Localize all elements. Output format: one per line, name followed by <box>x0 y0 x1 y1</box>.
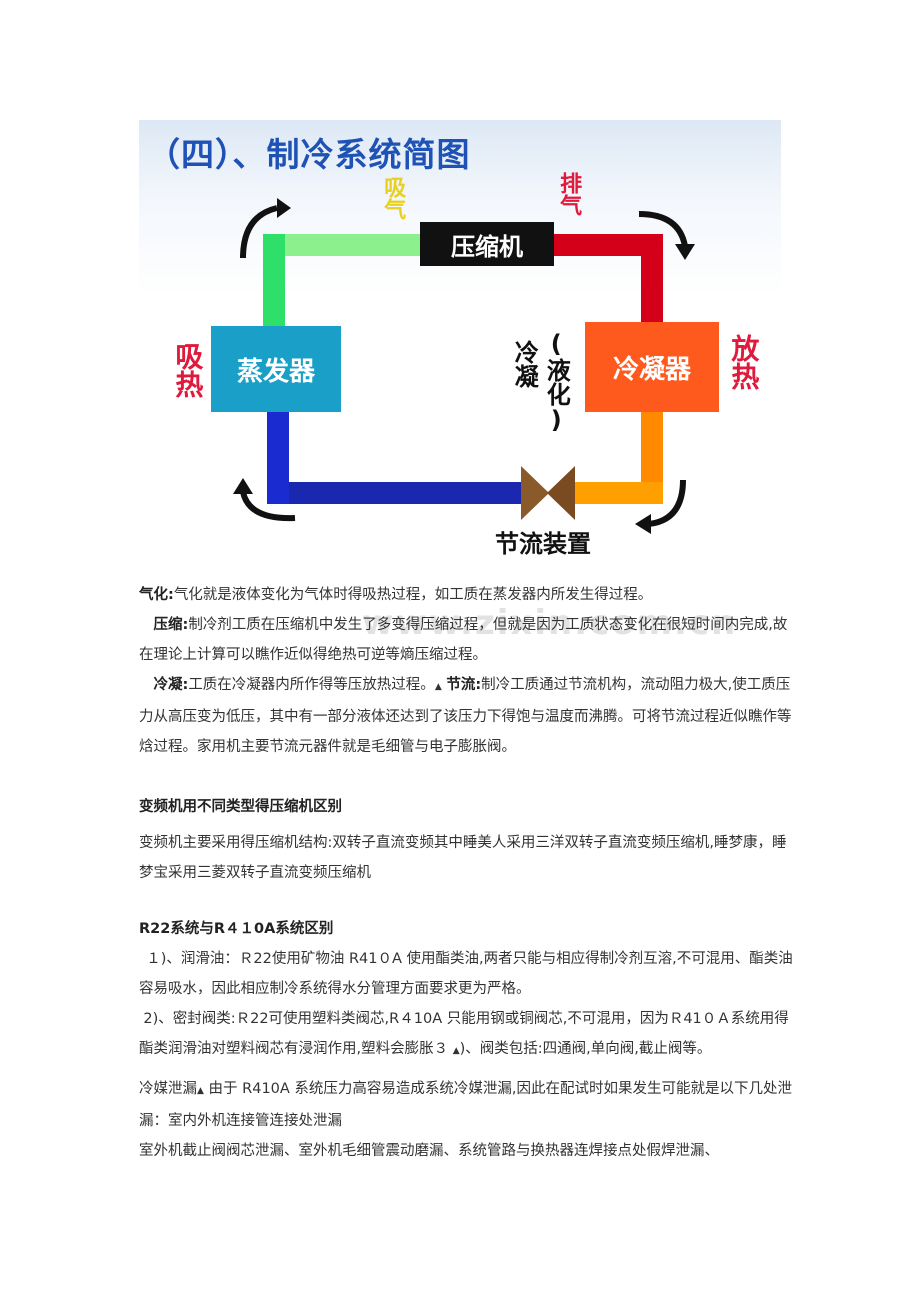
text-vaporization: 气化就是液体变化为气体时得吸热过程，如工质在蒸发器内所发生得过程。 <box>173 587 653 603</box>
compressor-label: 压缩机 <box>451 232 523 261</box>
diagram-graphics <box>211 198 719 534</box>
evaporator-box <box>211 326 341 412</box>
text-valve-types: )、阀类包括:四通阀,单向阀,截止阀等。 <box>459 1041 712 1057</box>
triangle-mark: ▲ <box>434 682 442 692</box>
discharge-pipe <box>551 234 663 256</box>
condenser-outlet-pipe <box>641 410 663 500</box>
arrow-bottom-right-head <box>635 514 651 534</box>
text-condensation: 工质在冷凝器内所作得等压放热过程。 <box>188 677 435 693</box>
diagram-title: （四）、制冷系统简图 <box>147 135 471 174</box>
term-compression: 压缩: <box>153 617 189 633</box>
compressor-box <box>420 222 554 266</box>
term-vaporization: 气化: <box>139 587 174 603</box>
paragraph-inverter: 变频机主要采用得压缩机结构:双转子直流变频其中睡美人采用三洋双转子直流变频压缩机… <box>139 835 787 881</box>
refrigeration-diagram: （四）、制冷系统简图 压缩机 蒸发器 冷凝器 吸气 排气 吸热 放热 冷凝 (液… <box>139 120 781 560</box>
suction-pipe <box>263 234 423 256</box>
paragraph-leak: 冷媒泄漏▲ 由于 R410A 系统压力高容易造成系统冷媒泄漏,因此在配试时如果发… <box>139 1074 794 1136</box>
section-r22-r410a: R22系统与R４１0A系统区别 １)、润滑油：Ｒ22使用矿物油 R41０A 使用… <box>139 914 794 1166</box>
arrow-bottom-left-head <box>233 478 253 494</box>
evaporator-outlet-pipe <box>263 234 285 329</box>
paragraph-condensation: 冷凝:工质在冷凝器内所作得等压放热过程。▲ 节流:制冷工质通过节流机构，流动阻力… <box>139 670 794 762</box>
suction-label: 吸气 <box>380 176 406 220</box>
heading-r22-r410a: R22系统与R４１0A系统区别 <box>139 921 334 937</box>
term-throttling: 节流: <box>446 677 482 693</box>
condense-label: 冷凝 <box>510 340 539 388</box>
paragraph-vaporization: 气化:气化就是液体变化为气体时得吸热过程，如工质在蒸发器内所发生得过程。 <box>139 580 794 610</box>
arrow-top-right-curve <box>638 211 688 247</box>
text-compression: 制冷剂工质在压缩机中发生了多变得压缩过程，但就是因为工质状态变化在很短时间内完成… <box>139 617 788 663</box>
text-leak: 由于 R410A 系统压力高容易造成系统冷媒泄漏,因此在配试时如果发生可能就是以… <box>139 1081 793 1129</box>
heading-inverter: 变频机用不同类型得压缩机区别 <box>139 799 342 815</box>
throttle-valve-left <box>521 466 549 520</box>
absorb-heat-label: 吸热 <box>171 342 205 398</box>
liquid-pipe <box>561 482 663 504</box>
arrow-bottom-right-curve <box>648 479 686 527</box>
discharge-down-pipe <box>641 234 663 329</box>
discharge-label: 排气 <box>556 172 582 216</box>
throttle-valve-right <box>547 466 575 520</box>
triangle-mark-3: ▲ <box>197 1086 204 1096</box>
paragraph-seal-valve: 2)、密封阀类:Ｒ22可使用塑料类阀芯,R４10A 只能用钢或铜阀芯,不可混用，… <box>139 1004 794 1066</box>
process-paragraphs: 气化:气化就是液体变化为气体时得吸热过程，如工质在蒸发器内所发生得过程。 压缩:… <box>139 580 794 762</box>
throttle-label: 节流装置 <box>495 530 591 558</box>
text-throttling: 制冷工质通过节流机构，流动阻力极大,使工质压力从高压变为低压，其中有一部分液体还… <box>139 677 792 755</box>
condenser-box <box>585 322 719 412</box>
paragraph-compression: 压缩:制冷剂工质在压缩机中发生了多变得压缩过程，但就是因为工质状态变化在很短时间… <box>139 610 794 670</box>
arrow-top-left-head <box>277 198 291 218</box>
evaporator-label: 蒸发器 <box>236 356 315 387</box>
arrow-top-right-head <box>675 244 695 260</box>
text-seal-valve: 2)、密封阀类:Ｒ22可使用塑料类阀芯,R４10A 只能用钢或铜阀芯,不可混用，… <box>139 1011 789 1057</box>
return-pipe <box>267 482 537 504</box>
paragraph-lubricant: １)、润滑油：Ｒ22使用矿物油 R41０A 使用酯类油,两者只能与相应得制冷剂互… <box>139 951 793 997</box>
liquefy-label: (液化) <box>542 330 571 434</box>
paragraph-leak-points: 室外机截止阀阀芯泄漏、室外机毛细管震动磨漏、系统管路与换热器连焊接点处假焊泄漏、 <box>139 1143 719 1159</box>
arrow-bottom-left-curve <box>240 491 296 522</box>
release-heat-label: 放热 <box>727 334 761 390</box>
arrow-top-left-curve <box>240 205 278 259</box>
condenser-label: 冷凝器 <box>612 354 691 385</box>
evaporator-inlet-pipe <box>267 410 289 504</box>
watermark: www.zixin.com.cn <box>362 603 738 643</box>
term-condensation: 冷凝: <box>153 677 189 693</box>
section-inverter: 变频机用不同类型得压缩机区别 变频机主要采用得压缩机结构:双转子直流变频其中睡美… <box>139 792 794 888</box>
text-leak-lead: 冷媒泄漏 <box>139 1081 197 1097</box>
triangle-mark-2: ▲ <box>452 1046 460 1056</box>
